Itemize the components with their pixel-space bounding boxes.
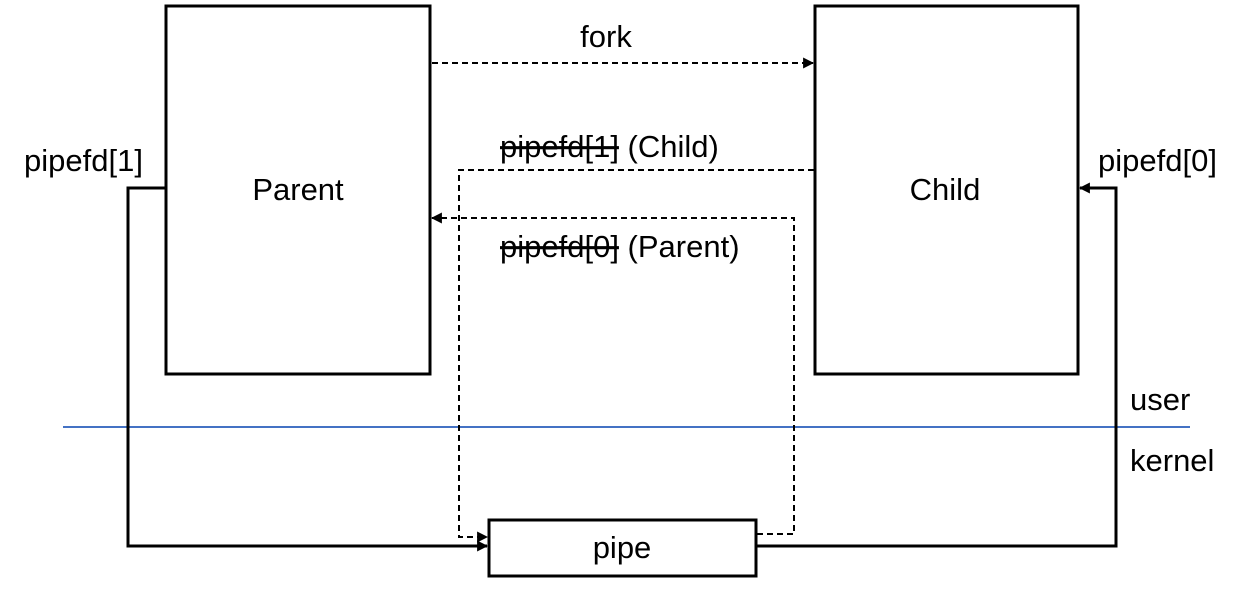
parent-label: Parent bbox=[252, 172, 344, 207]
child-read-path bbox=[757, 182, 1118, 548]
pipe-box: pipe bbox=[487, 518, 758, 578]
parent-closed-fd-label: pipefd[0] (Parent) bbox=[500, 229, 740, 264]
parent-process-box: Parent bbox=[164, 4, 432, 376]
pipe-label: pipe bbox=[593, 530, 652, 565]
child-process-box: Child bbox=[813, 4, 1080, 376]
child-closed-owner: (Child) bbox=[619, 129, 719, 164]
child-closed-fd: pipefd[1] bbox=[500, 129, 619, 164]
child-inherited-write-path bbox=[458, 169, 814, 543]
parent-closed-owner: (Parent) bbox=[619, 229, 740, 264]
fork-label: fork bbox=[580, 19, 632, 54]
parent-write-path bbox=[126, 186, 489, 552]
parent-inherited-read-path bbox=[430, 212, 795, 535]
child-label: Child bbox=[910, 172, 981, 207]
kernel-region-label: kernel bbox=[1130, 443, 1214, 478]
parent-write-fd-label: pipefd[1] bbox=[24, 143, 143, 178]
child-read-fd-label: pipefd[0] bbox=[1098, 143, 1217, 178]
parent-closed-fd: pipefd[0] bbox=[500, 229, 619, 264]
child-closed-fd-label: pipefd[1] (Child) bbox=[500, 129, 719, 164]
user-region-label: user bbox=[1130, 382, 1190, 417]
